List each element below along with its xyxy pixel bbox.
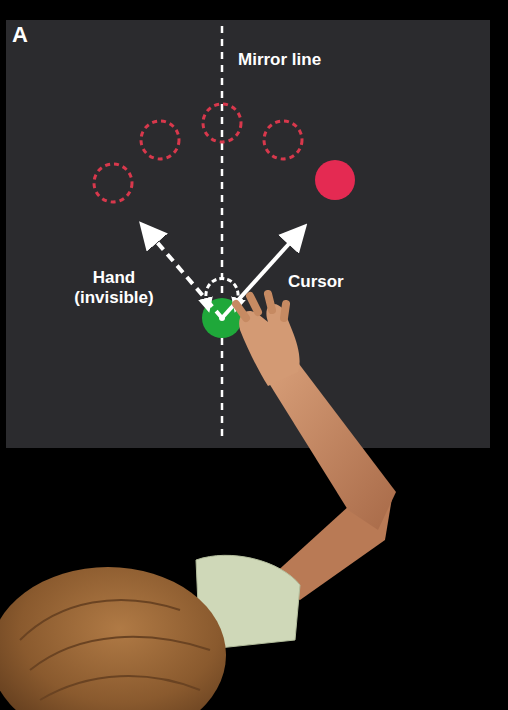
head [0,567,226,710]
panel-letter: A [12,22,52,47]
mirrored-target [94,164,132,202]
start-dot [219,315,225,321]
hand-label: Hand (invisible) [66,268,162,307]
active-target [315,160,355,200]
mirrored-target [264,121,302,159]
mirror-line [221,26,224,442]
mirror-line-label: Mirror line [238,50,378,70]
hair-strands [20,600,210,700]
forearm [262,360,396,530]
mirrored-target [203,104,241,142]
workspace-panel [6,20,490,448]
cursor-arrow [222,236,296,318]
hand-arrow [150,234,222,318]
mirrored-target [141,121,179,159]
mirror-arc-arrow [206,279,238,305]
cursor-label: Cursor [288,272,378,292]
fingers [236,294,286,318]
